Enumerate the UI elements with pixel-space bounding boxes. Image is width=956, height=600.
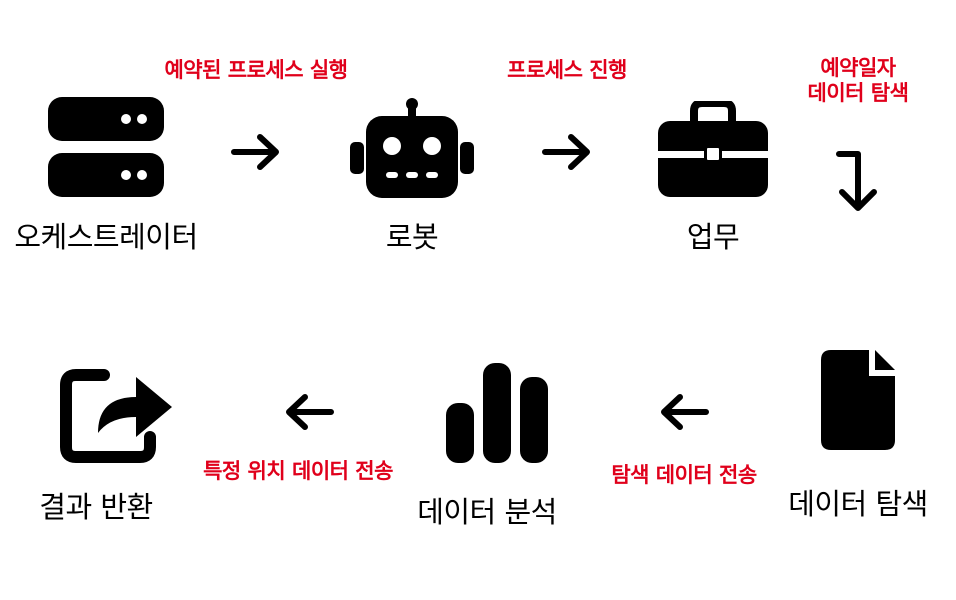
robot-icon bbox=[350, 98, 474, 198]
node-label-task: 업무 bbox=[686, 220, 740, 254]
edge-label-process-progress: 프로세스 진행 bbox=[507, 58, 627, 82]
arrow-down-icon bbox=[836, 151, 877, 211]
edge-label-line: 데이터 탐색 bbox=[807, 81, 909, 105]
node-label-robot: 로봇 bbox=[385, 220, 439, 254]
node-label-result-return: 결과 반환 bbox=[39, 490, 153, 524]
edge-label-line: 예약일자 bbox=[820, 56, 896, 80]
share-icon bbox=[60, 369, 172, 463]
arrow-left-icon bbox=[286, 394, 334, 430]
server-icon bbox=[48, 97, 164, 197]
node-label-data-analysis: 데이터 분석 bbox=[417, 495, 557, 529]
arrow-left-icon bbox=[661, 394, 709, 430]
file-icon bbox=[821, 350, 895, 450]
node-label-orchestrator: 오케스트레이터 bbox=[14, 220, 198, 254]
arrow-right-icon bbox=[231, 134, 279, 170]
bar-chart-icon bbox=[446, 363, 548, 463]
edge-label-send-to-location: 특정 위치 데이터 전송 bbox=[203, 459, 393, 483]
edge-label-scheduled-process: 예약된 프로세스 실행 bbox=[164, 58, 348, 82]
briefcase-icon bbox=[658, 101, 768, 197]
arrow-right-icon bbox=[542, 134, 590, 170]
edge-label-send-search-data: 탐색 데이터 전송 bbox=[611, 463, 757, 487]
node-label-data-search: 데이터 탐색 bbox=[788, 487, 928, 521]
edge-label-reservation-date: 예약일자 데이터 탐색 bbox=[808, 56, 909, 106]
